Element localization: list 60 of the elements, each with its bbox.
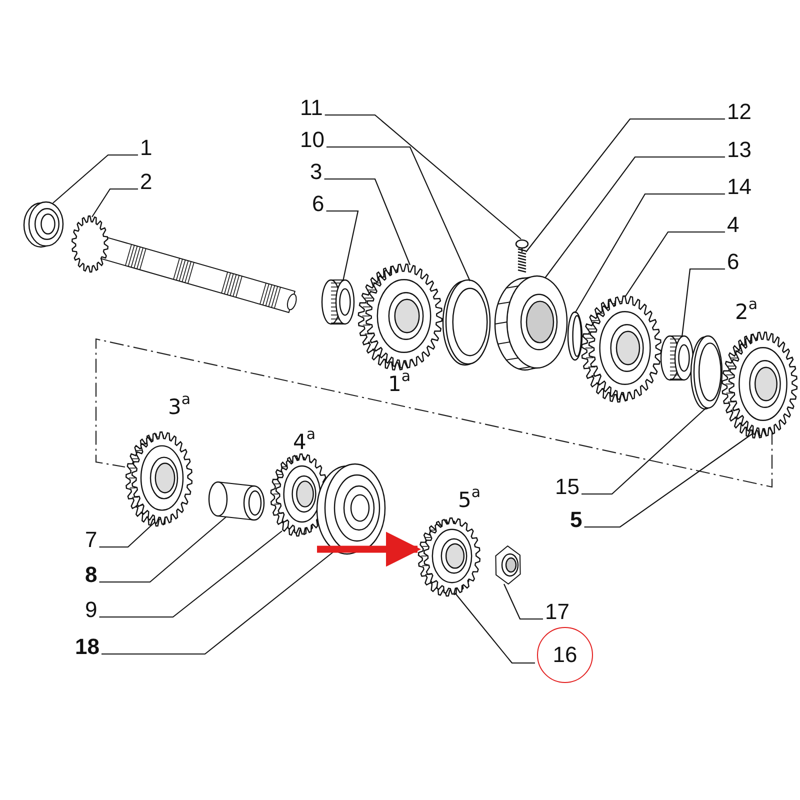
leader-line	[99, 522, 156, 548]
leader-line	[92, 188, 138, 218]
leader-line	[584, 434, 752, 528]
gear-drawing	[581, 295, 662, 403]
spring-drawing	[518, 248, 526, 273]
callout-number: 1	[140, 136, 152, 160]
callout-number: 6	[312, 192, 324, 216]
callout-number: 4	[727, 213, 740, 237]
callout-number: 17	[545, 600, 570, 624]
gear-label: 1$^{a}$	[388, 372, 411, 396]
callout-number: 13	[727, 138, 752, 162]
ball-bearing-drawing	[23, 201, 64, 248]
leader-line	[544, 156, 725, 278]
leader-line	[326, 210, 359, 282]
gear-drawing	[418, 517, 481, 597]
callout-number: 6	[727, 250, 740, 274]
leader-line	[624, 231, 725, 298]
gear-label: 5$^{a}$	[458, 488, 481, 512]
leader-line	[581, 408, 706, 495]
callout-number: 11	[300, 96, 323, 120]
shaft-drawing	[71, 215, 297, 314]
gear-label: 4$^{a}$	[293, 430, 316, 454]
gear-drawing	[358, 263, 443, 371]
callout-number: 18	[75, 635, 100, 659]
callout-number: 9	[85, 598, 98, 622]
callout-number: 8	[85, 563, 98, 587]
leader-line	[324, 114, 522, 240]
gear-label: 3$^{a}$	[168, 395, 191, 419]
leader-line	[99, 530, 282, 618]
synchronizer-drawing	[316, 463, 386, 555]
callout-number: 5	[570, 508, 582, 532]
callout-number: 7	[85, 528, 98, 552]
nut-drawing	[495, 545, 521, 585]
callout-number: 12	[727, 100, 752, 124]
highlight-arrow	[317, 532, 421, 567]
leader-line	[526, 118, 725, 252]
gear-drawing	[125, 431, 193, 527]
bushing-drawing	[208, 481, 265, 521]
callout-number: 15	[555, 475, 580, 499]
leader-line	[52, 154, 138, 204]
callout-number: 2	[140, 170, 152, 194]
callout-number: 3	[310, 160, 322, 184]
synchronizer-ring-drawing	[690, 335, 723, 410]
leader-line	[326, 146, 470, 282]
synchronizer-ring-drawing	[442, 279, 491, 366]
snap-ring-drawing	[567, 311, 583, 361]
needle-bearing-drawing	[321, 279, 355, 325]
leader-line	[454, 592, 535, 664]
highlighted-callout-number: 16	[537, 627, 593, 683]
leader-line	[99, 516, 226, 583]
needle-bearing-drawing	[660, 335, 694, 381]
leader-line	[574, 193, 725, 314]
leader-line	[504, 584, 543, 620]
gear-drawing	[722, 331, 798, 439]
leader-line	[681, 268, 725, 338]
callout-number: 14	[727, 175, 752, 199]
callout-number: 10	[300, 128, 324, 152]
synchronizer-hub-drawing	[494, 275, 568, 371]
pin-drawing	[515, 239, 529, 252]
gear-label: 2$^{a}$	[735, 300, 758, 324]
